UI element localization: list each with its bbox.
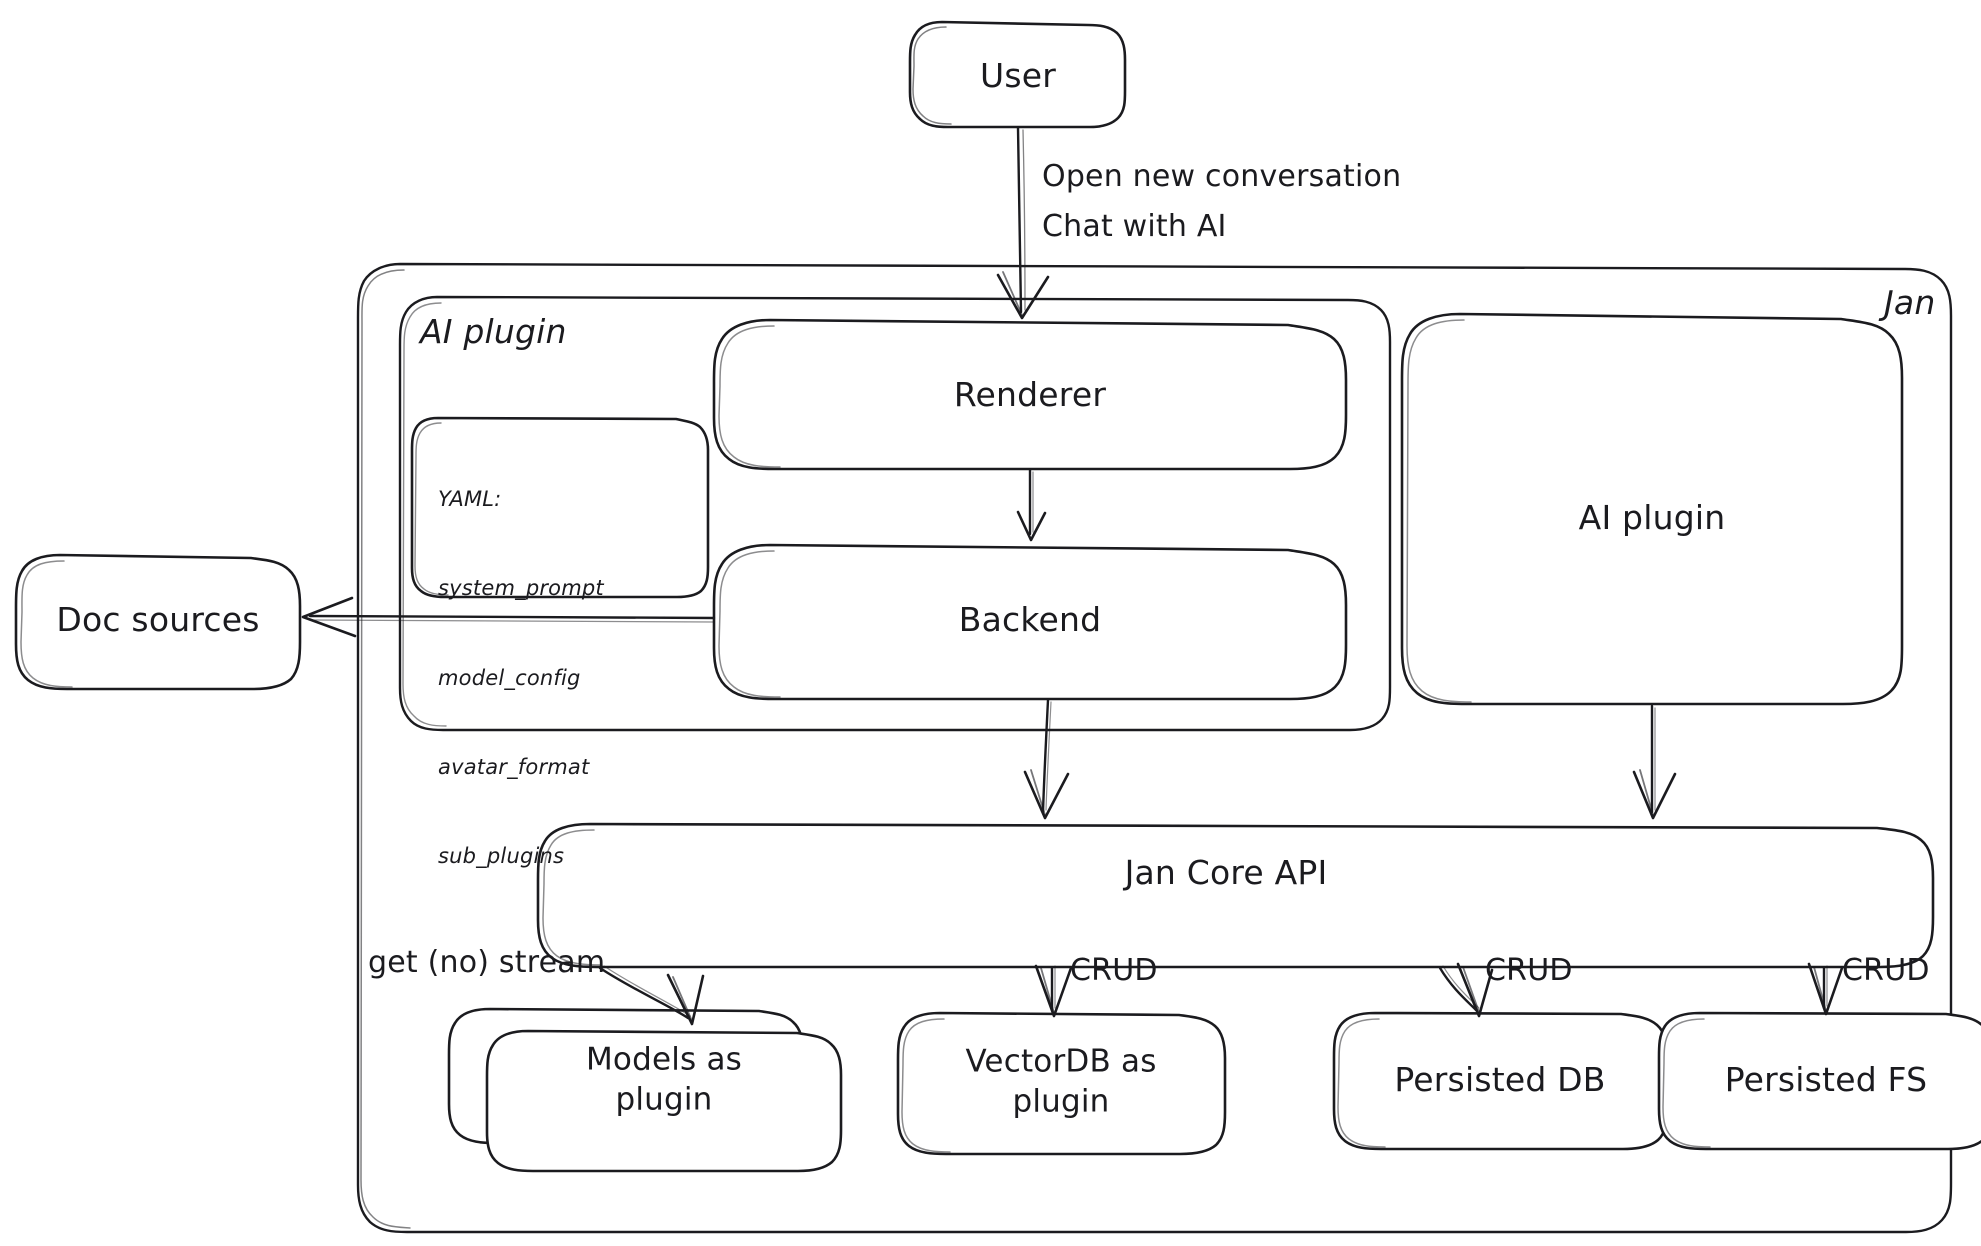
node-persisted-fs[interactable] <box>1657 1011 1981 1151</box>
node-backend[interactable] <box>712 543 1348 701</box>
edge-renderer-to-backend <box>1016 468 1047 542</box>
node-models-as-plugin-label: Models as plugin <box>585 1041 743 1117</box>
yaml-key-sub-plugins: sub_plugins <box>438 844 565 869</box>
node-user-label: User <box>979 55 1057 95</box>
node-persisted-fs-label: Persisted FS <box>1724 1059 1928 1099</box>
node-jan-core-api-label: Jan Core API <box>1124 852 1328 892</box>
yaml-card <box>410 416 710 599</box>
node-vectordb-as-plugin-label: VectorDB as plugin <box>965 1043 1157 1119</box>
container-ai-plugin-group[interactable] <box>398 295 1392 732</box>
node-vectordb-as-plugin[interactable] <box>896 1011 1227 1156</box>
edge-user-to-renderer <box>996 126 1050 320</box>
edge-label-crud-vectordb: CRUD <box>1070 953 1158 988</box>
node-doc-sources[interactable] <box>14 553 302 691</box>
node-backend-label: Backend <box>958 599 1102 639</box>
yaml-key-avatar-format: avatar_format <box>438 754 590 779</box>
node-models-as-plugin[interactable] <box>447 1007 843 1173</box>
edge-core-api-to-vectordb <box>1034 964 1073 1018</box>
edge-ai-plugin-to-core-api <box>1632 704 1677 820</box>
node-jan-core-api[interactable] <box>536 822 1935 969</box>
yaml-card-text: YAML: system_prompt model_config avatar_… <box>438 425 604 932</box>
edge-label-crud-persisted-fs: CRUD <box>1842 953 1930 988</box>
node-doc-sources-label: Doc sources <box>56 599 260 639</box>
node-ai-plugin-label: AI plugin <box>1578 497 1726 537</box>
container-jan[interactable] <box>356 262 1953 1234</box>
yaml-header: YAML: <box>438 486 502 511</box>
node-ai-plugin[interactable] <box>1400 312 1904 706</box>
edge-label-chat-with-ai: Chat with AI <box>1042 209 1227 244</box>
yaml-key-model-config: model_config <box>438 665 581 690</box>
edge-core-api-to-persisted-db <box>1438 962 1494 1018</box>
edge-core-api-to-persisted-fs <box>1807 962 1844 1016</box>
edge-backend-to-core-api <box>1023 698 1070 820</box>
node-renderer-label: Renderer <box>953 374 1107 414</box>
container-ai-plugin-group-label: AI plugin <box>420 312 567 351</box>
edge-label-open-new-conversation: Open new conversation <box>1042 159 1402 194</box>
node-renderer[interactable] <box>712 318 1348 471</box>
yaml-key-system-prompt: system_prompt <box>438 576 604 601</box>
node-persisted-db-label: Persisted DB <box>1394 1059 1606 1099</box>
node-user[interactable] <box>908 20 1127 129</box>
container-jan-label: Jan <box>1884 283 1936 322</box>
edge-label-get-no-stream: get (no) stream <box>368 945 606 980</box>
edge-core-api-to-models <box>598 965 705 1026</box>
edge-label-crud-persisted-db: CRUD <box>1485 953 1573 988</box>
